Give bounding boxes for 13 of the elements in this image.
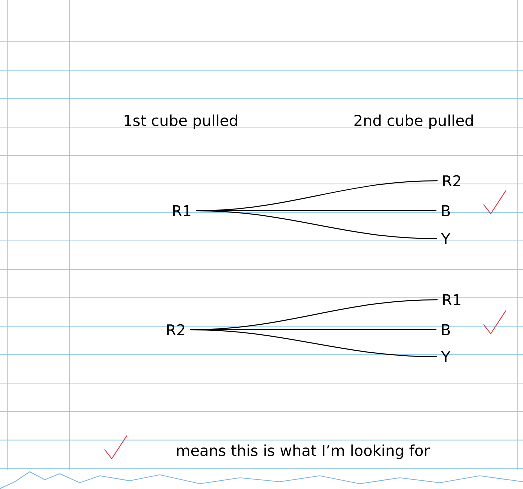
node-label: R1 [174, 206, 191, 216]
node-label: B [442, 206, 450, 216]
node-label: Y [441, 234, 451, 244]
label-text: means this is what I’m looking for [177, 444, 430, 460]
node-label: Y [441, 352, 451, 362]
node-label: R1 [444, 294, 461, 306]
node-label: R2 [444, 175, 460, 187]
node-label: R2 [168, 324, 184, 336]
node-label: B [442, 324, 450, 336]
branch-line [196, 210, 438, 240]
branch-line [190, 330, 438, 358]
label-text: 1st cube pulled [124, 114, 238, 130]
label-text: 2nd cube pulled [354, 114, 473, 130]
